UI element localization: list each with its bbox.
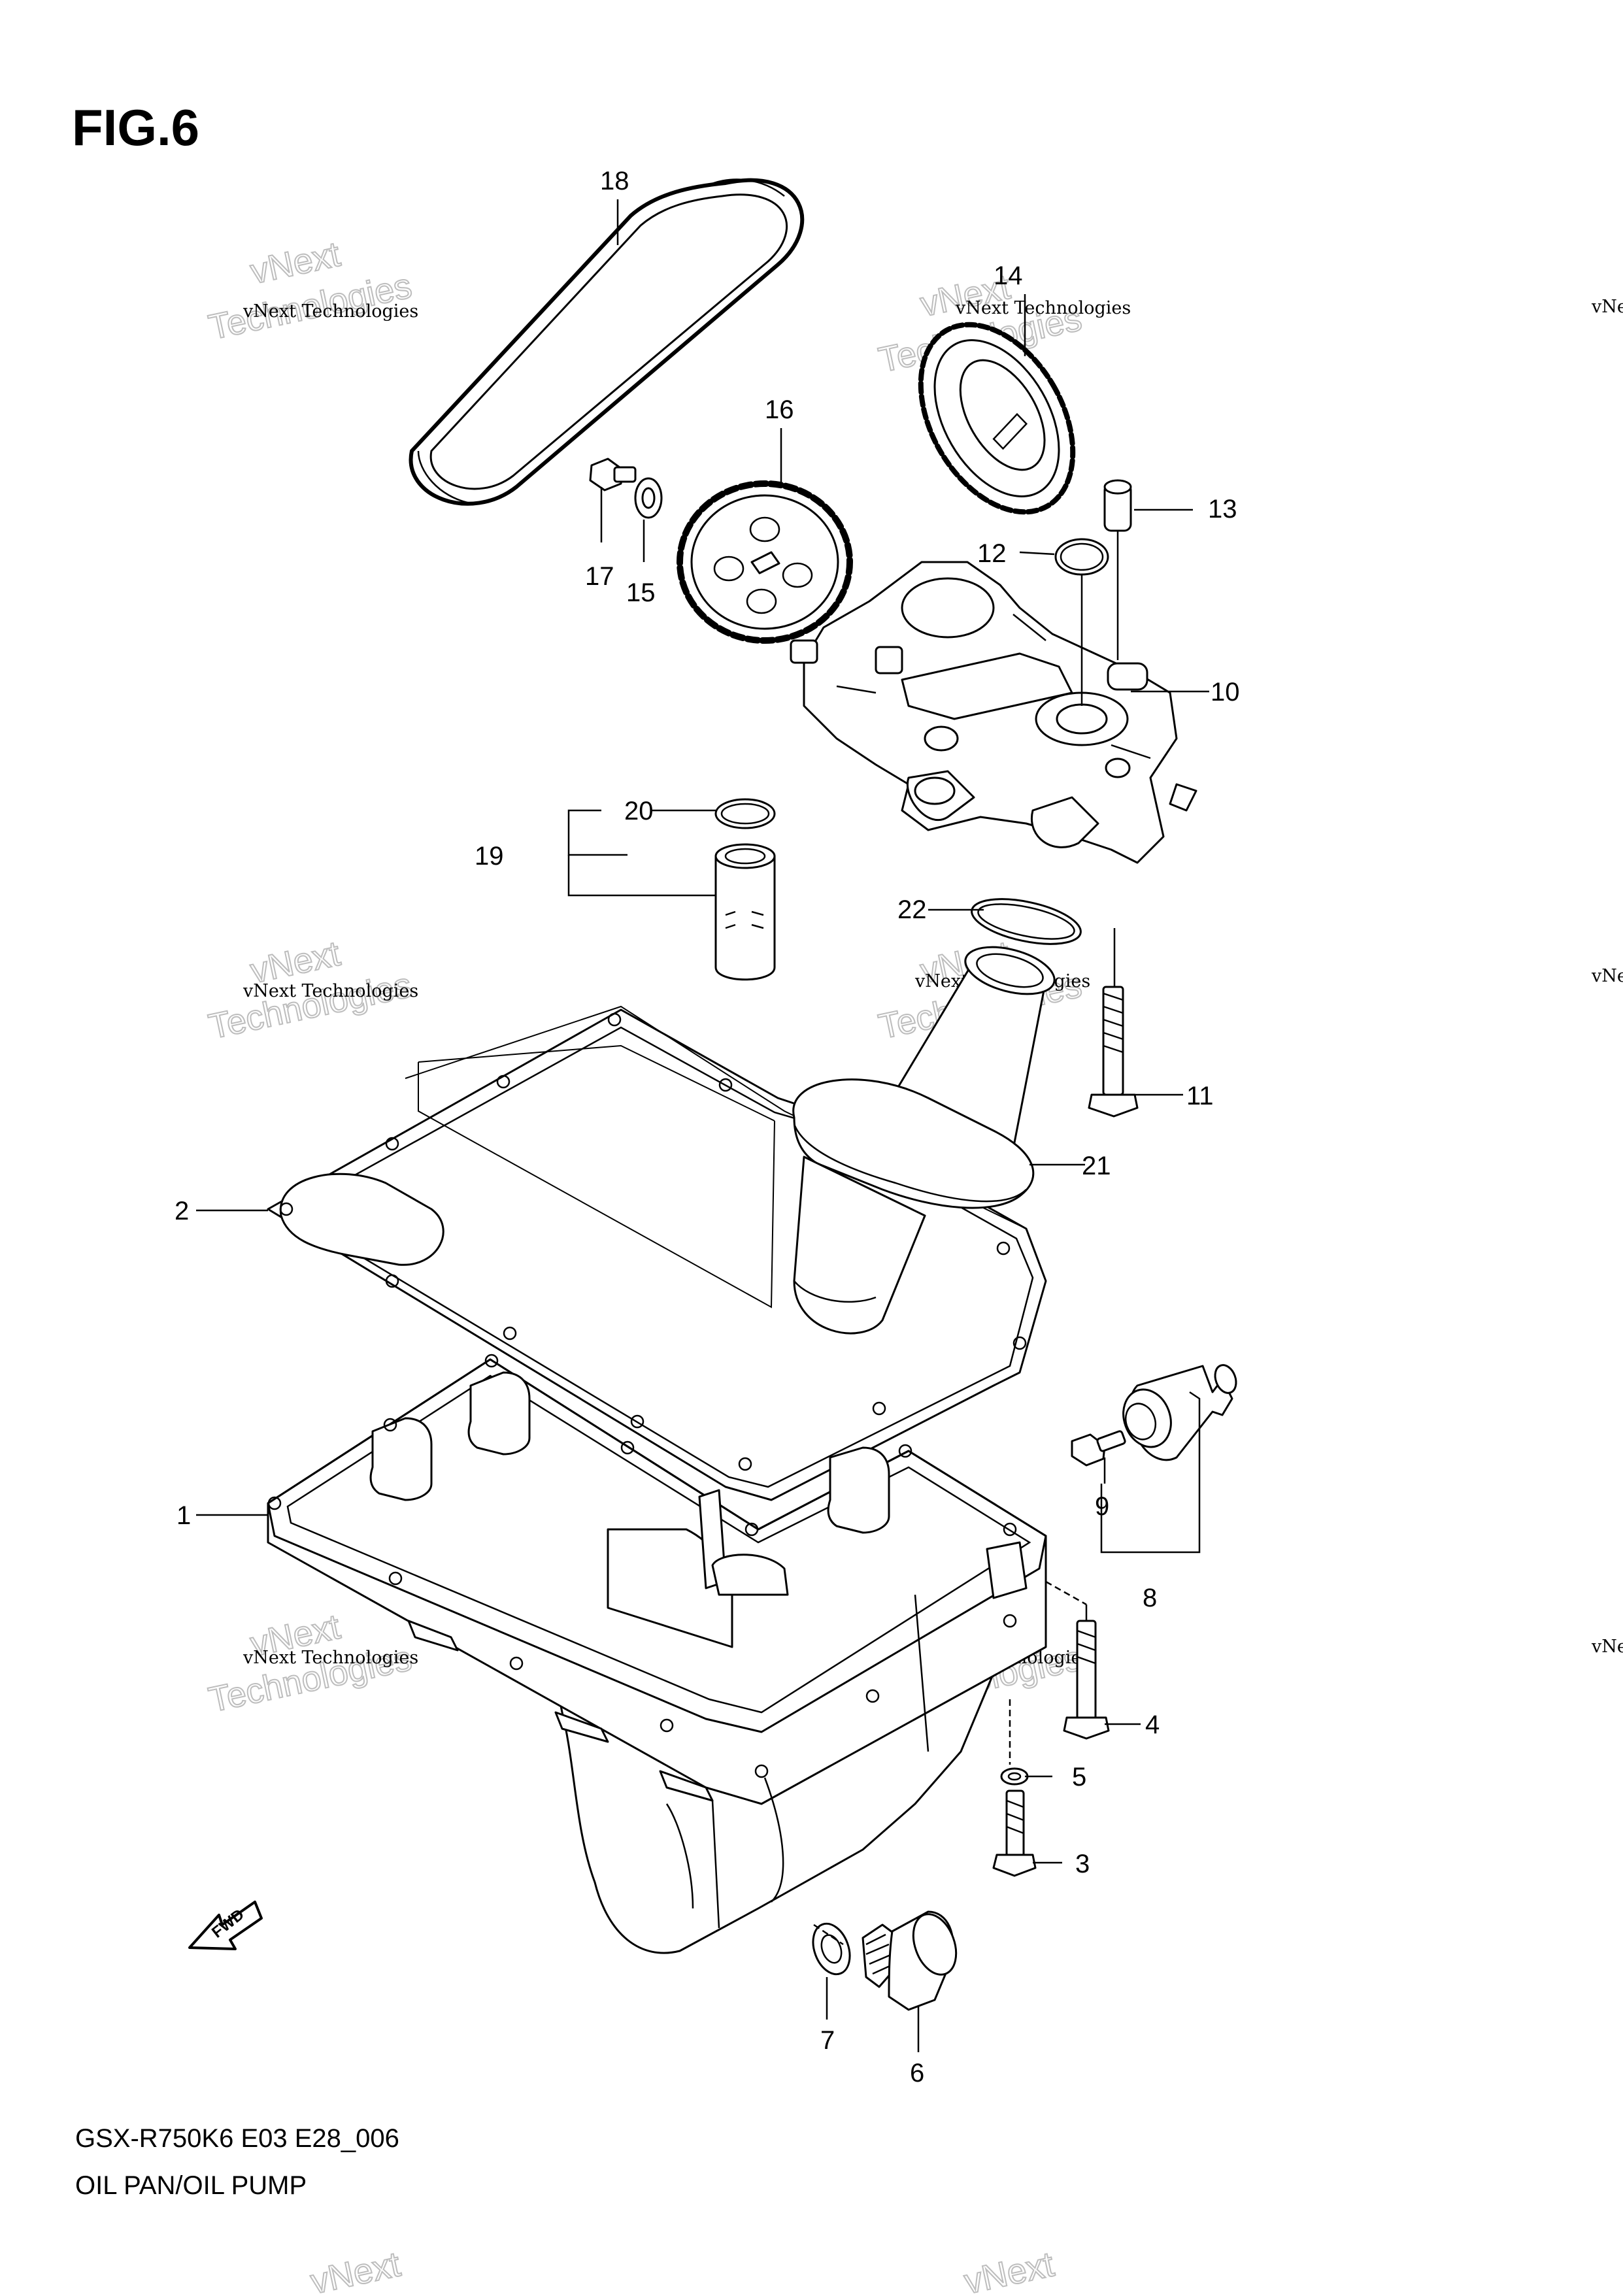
gear	[918, 322, 1076, 515]
watermark-top-left: vNext Technologies	[205, 234, 416, 348]
watermark-text: vNext Technologies	[1591, 1637, 1623, 1657]
watermark-text: vNext Technologies	[1591, 966, 1623, 986]
callout-9: 9	[1095, 1492, 1109, 1521]
watermark-text: vNext Technologies	[243, 1648, 418, 1668]
section-name: OIL PAN/OIL PUMP	[75, 2171, 307, 2200]
watermark-text: vNext Technologies	[955, 298, 1131, 318]
oil-pressure-switch-assembly	[1122, 1364, 1237, 1461]
drain-plug	[862, 1910, 958, 2011]
callout-14: 14	[994, 261, 1023, 290]
callout-3: 3	[1075, 1850, 1090, 1878]
callout-7: 7	[820, 2026, 835, 2055]
washer	[634, 477, 663, 519]
callout-19: 19	[475, 842, 504, 871]
leader-lines	[196, 199, 1209, 2052]
bolt	[589, 458, 637, 491]
callout-21: 21	[1082, 1152, 1111, 1180]
watermark-text: vNext Technologies	[243, 301, 418, 322]
callout-5: 5	[1072, 1763, 1086, 1791]
o-ring	[971, 898, 1082, 945]
callout-4: 4	[1145, 1710, 1160, 1739]
callout-22: 22	[897, 895, 927, 924]
bolt	[1071, 1430, 1126, 1467]
callout-18: 18	[600, 167, 629, 195]
callout-15: 15	[626, 578, 656, 607]
sprocket	[677, 480, 853, 644]
oil-pan	[267, 1354, 1047, 1954]
callout-8: 8	[1143, 1584, 1157, 1612]
dowel-pin	[1103, 479, 1132, 532]
watermark-edge-right: vNext Technologies vNext Technologies vN…	[1591, 297, 1623, 1657]
bolt	[992, 1789, 1037, 1877]
callout-2: 2	[175, 1197, 189, 1225]
callout-10: 10	[1211, 678, 1240, 707]
o-ring	[714, 798, 776, 829]
watermark-line1: vNext	[961, 2244, 1058, 2296]
bolt	[1088, 986, 1139, 1118]
oil-pump	[790, 561, 1197, 864]
pan-bolt-holes	[267, 1354, 1017, 1778]
chain	[409, 178, 805, 506]
figure-title: FIG.6	[72, 99, 200, 156]
gasket-bolt-holes	[279, 1012, 1027, 1471]
callout-20: 20	[624, 797, 654, 825]
callout-16: 16	[765, 395, 794, 424]
callout-1: 1	[176, 1501, 191, 1530]
fwd-arrow-icon: FWD	[188, 1901, 263, 1950]
callout-12: 12	[977, 539, 1007, 568]
model-code: GSX-R750K6 E03 E28_006	[75, 2124, 399, 2153]
callout-11: 11	[1186, 1082, 1214, 1110]
washer	[1000, 1767, 1029, 1786]
watermark-bottom-center: vNext	[960, 2244, 1058, 2296]
watermark-bottom: vNext	[307, 2244, 405, 2296]
pipe-assembly	[714, 843, 776, 981]
callout-17: 17	[585, 562, 614, 591]
watermark-text: vNext Technologies	[243, 981, 418, 1001]
watermark-text: vNext Technologies	[1591, 297, 1623, 317]
callout-13: 13	[1208, 495, 1237, 524]
oil-strainer	[792, 946, 1056, 1335]
watermark-line1: vNext	[307, 2244, 404, 2296]
gasket	[812, 1922, 851, 1976]
callout-6: 6	[910, 2059, 924, 2088]
bolt	[1063, 1620, 1110, 1740]
callout-labels: 18 14 16 13 12 17 15 10 20 19 22 11 21 2…	[175, 167, 1240, 2088]
o-ring	[1054, 538, 1109, 576]
